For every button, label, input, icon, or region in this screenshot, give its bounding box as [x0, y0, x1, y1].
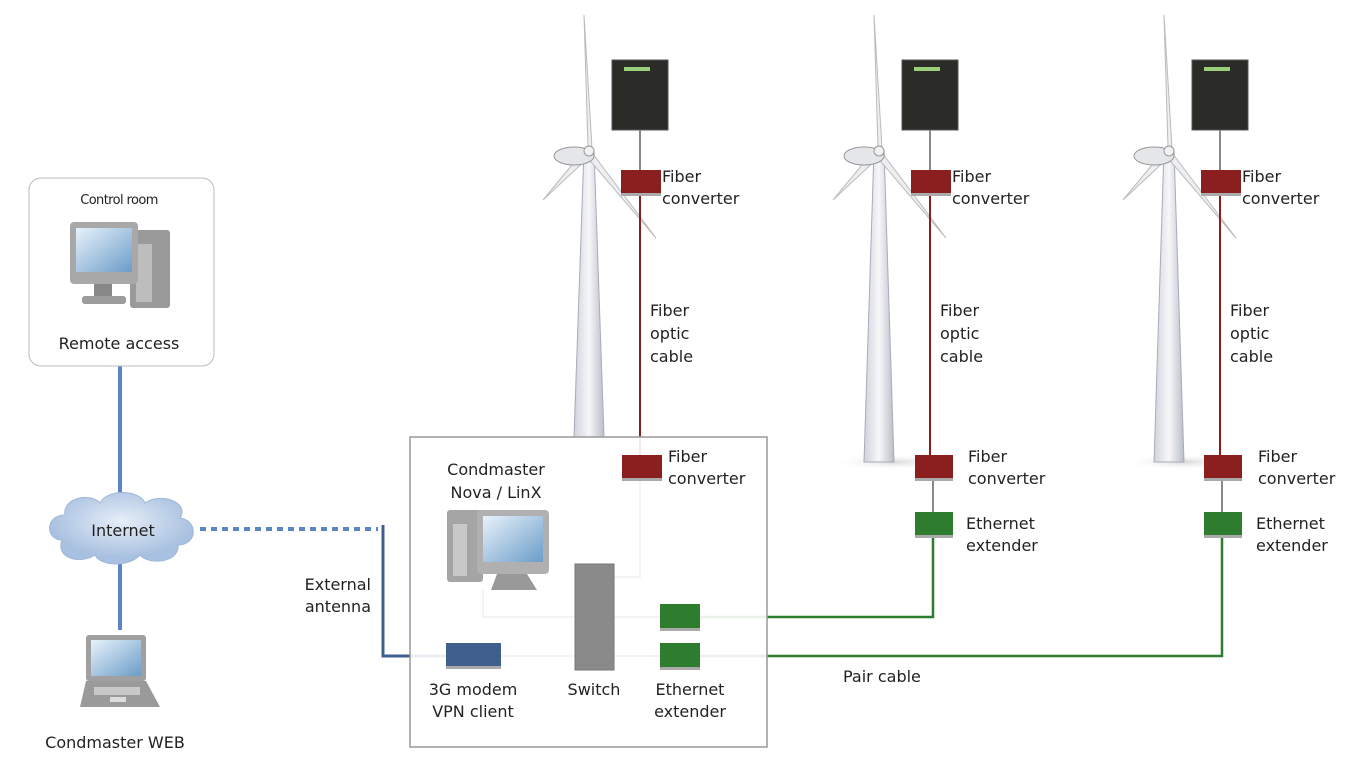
- control-room-title: Control room: [80, 193, 158, 208]
- turbine-blade: [873, 14, 883, 149]
- 3g-modem: [446, 643, 501, 666]
- top-converter-label-line2: converter: [1242, 189, 1320, 208]
- desktop-computer-icon: [70, 222, 170, 308]
- site-extender-line1: Ethernet: [656, 680, 725, 699]
- modem-label-line1: 3G modem: [429, 680, 518, 699]
- wind-turbine-2: [832, 14, 959, 470]
- turbine-tower: [573, 149, 605, 438]
- top-converter-label-line2: converter: [662, 189, 740, 208]
- site-ethernet-extender-1: [660, 604, 700, 628]
- turbine-labels: FiberconverterFiberopticcableFiberconver…: [650, 167, 1336, 555]
- site-fiber-converter-line2: converter: [668, 469, 746, 488]
- extender-label-line1: Ethernet: [966, 514, 1035, 533]
- wind-turbine-1: [542, 14, 669, 438]
- site-fiber-converter: [622, 455, 662, 478]
- ethernet-extender-2: [915, 512, 953, 535]
- fiber-converter-bottom-2: [915, 455, 953, 478]
- internet-cloud-icon: Internet: [49, 492, 194, 565]
- modem-label-line2: VPN client: [432, 702, 514, 721]
- fiber-cable-label-line2: optic: [650, 324, 689, 343]
- server-computer-icon: [447, 510, 549, 590]
- turbine-hub: [1163, 145, 1175, 157]
- fiber-cable-label-line2: optic: [940, 324, 979, 343]
- extender-label-line2: extender: [966, 536, 1038, 555]
- fiber-cable-label-line2: optic: [1230, 324, 1269, 343]
- network-devices: [446, 170, 1242, 671]
- pair-cable-label: Pair cable: [843, 667, 921, 686]
- bottom-converter-label-line2: converter: [968, 469, 1046, 488]
- server-label-line1: Condmaster: [447, 460, 545, 479]
- turbine-tower: [863, 149, 895, 463]
- fiber-cable-label-line3: cable: [650, 347, 693, 366]
- laptop-icon: [80, 635, 160, 707]
- antenna-label-line1: External: [305, 575, 371, 594]
- substation-box: Condmaster Nova / LinX Fiber converter 3…: [409, 436, 768, 748]
- fiber-cable-label-line3: cable: [940, 347, 983, 366]
- extender-label-line1: Ethernet: [1256, 514, 1325, 533]
- top-converter-label-line2: converter: [952, 189, 1030, 208]
- fiber-converter-top-3: [1201, 170, 1241, 193]
- fiber-converter-top-1: [621, 170, 661, 193]
- fiber-cable-label-line1: Fiber: [650, 301, 689, 320]
- remote-access-label: Remote access: [59, 334, 180, 353]
- fiber-cable-label-line1: Fiber: [940, 301, 979, 320]
- switch-label: Switch: [568, 680, 621, 699]
- bottom-converter-label-line1: Fiber: [968, 447, 1007, 466]
- extender-label-line2: extender: [1256, 536, 1328, 555]
- control-room-panel: Control room Remote access: [28, 177, 215, 367]
- condmaster-web-label: Condmaster WEB: [45, 733, 185, 752]
- antenna-label-line2: antenna: [305, 597, 371, 616]
- turbine-blade: [583, 14, 593, 149]
- top-converter-label-line1: Fiber: [952, 167, 991, 186]
- turbine-tower: [1153, 149, 1185, 463]
- pair-cable: [700, 537, 1224, 658]
- monitoring-cabinet-icon: [1191, 59, 1249, 131]
- monitoring-cabinet-icon: [901, 59, 959, 131]
- bottom-converter-label-line1: Fiber: [1258, 447, 1297, 466]
- turbine-blade: [1163, 14, 1173, 149]
- fiber-cable-label-line3: cable: [1230, 347, 1273, 366]
- turbine-hub: [583, 145, 595, 157]
- wind-turbines: [542, 14, 1249, 470]
- fiber-converter-top-2: [911, 170, 951, 193]
- monitoring-cabinet-icon: [611, 59, 669, 131]
- wind-turbine-3: [1122, 14, 1249, 470]
- top-converter-label-line1: Fiber: [1242, 167, 1281, 186]
- ethernet-extender-3: [1204, 512, 1242, 535]
- bottom-converter-label-line2: converter: [1258, 469, 1336, 488]
- site-extender-line2: extender: [654, 702, 726, 721]
- site-ethernet-extender-2: [660, 643, 700, 667]
- turbine-hub: [873, 145, 885, 157]
- fiber-converter-bottom-3: [1204, 455, 1242, 478]
- site-fiber-converter-line1: Fiber: [668, 447, 707, 466]
- fiber-cable-label-line1: Fiber: [1230, 301, 1269, 320]
- pair-cable: [700, 537, 935, 619]
- network-switch: [574, 563, 615, 671]
- server-label-line2: Nova / LinX: [450, 483, 541, 502]
- top-converter-label-line1: Fiber: [662, 167, 701, 186]
- internet-label: Internet: [91, 521, 155, 540]
